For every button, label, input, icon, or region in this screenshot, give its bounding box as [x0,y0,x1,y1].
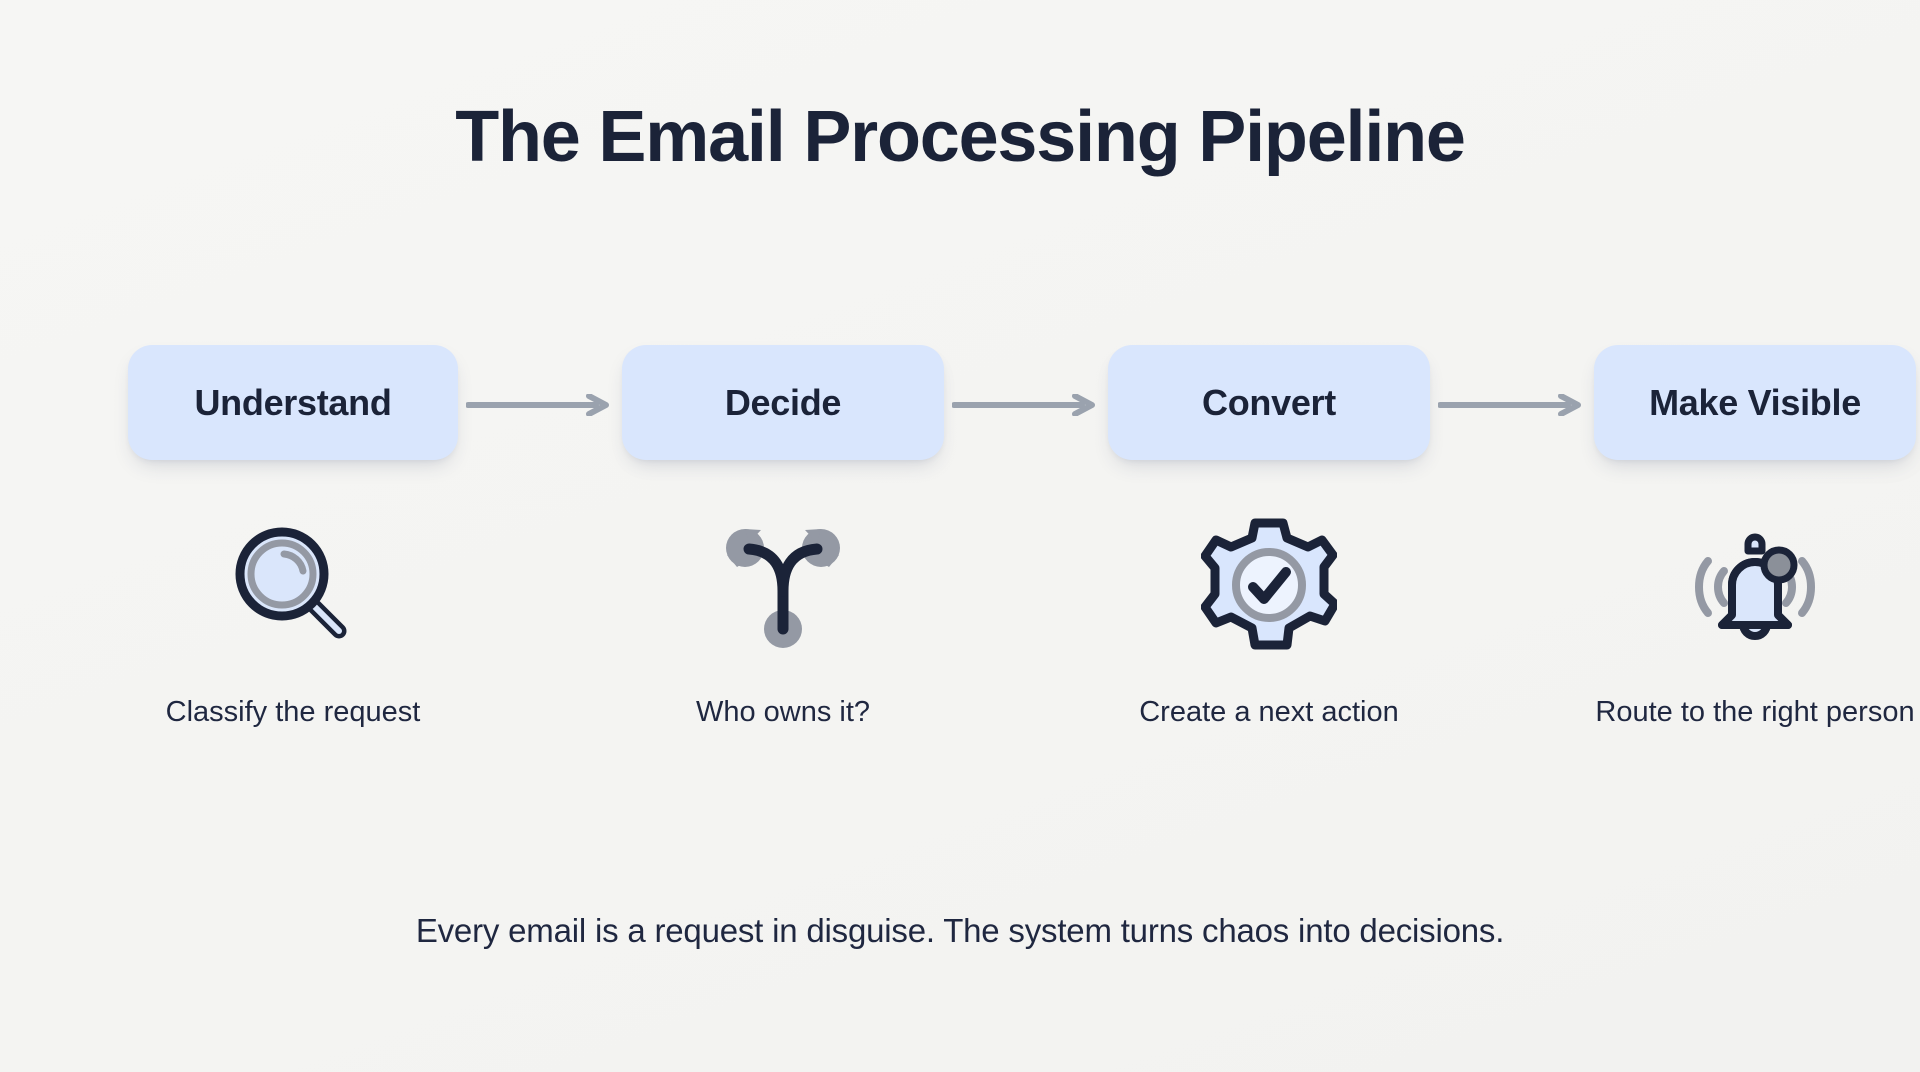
branch-fork-icon [622,510,944,660]
step-pill-label: Make Visible [1649,381,1861,423]
step-pill-convert[interactable]: Convert [1108,345,1430,460]
captions-row: Classify the request Who owns it? Create… [128,690,1915,734]
gear-check-icon [1108,510,1430,660]
step-pill-label: Decide [724,381,842,423]
step-caption-1: Classify the request [165,696,421,728]
step-pill-label: Convert [1202,381,1336,423]
pipeline-step-4: Make Visible [1594,340,1916,470]
arrow-2-to-3 [952,394,1100,416]
magnifier-icon [128,510,458,660]
pipeline-step-3: Convert [1108,340,1430,470]
step-pill-make-visible[interactable]: Make Visible [1594,345,1916,460]
pipeline-step-1: Understand [128,340,458,470]
step-pill-label: Understand [194,381,392,423]
arrow-3-to-4 [1438,394,1586,416]
step-caption-4: Route to the right person [1595,696,1915,728]
step-caption-3: Create a next action [1139,696,1399,728]
arrow-1-to-2 [466,394,614,416]
step-pill-understand[interactable]: Understand [128,345,458,460]
step-pill-decide[interactable]: Decide [622,345,944,460]
bell-notification-icon [1594,510,1916,660]
footer-tagline: Every email is a request in disguise. Th… [415,912,1505,949]
icons-row [128,510,1815,660]
pipeline-row: Understand Decide Convert [128,340,1916,470]
pipeline-step-2: Decide [622,340,944,470]
page-title: The Email Processing Pipeline [455,97,1466,177]
step-caption-2: Who owns it? [695,696,871,728]
